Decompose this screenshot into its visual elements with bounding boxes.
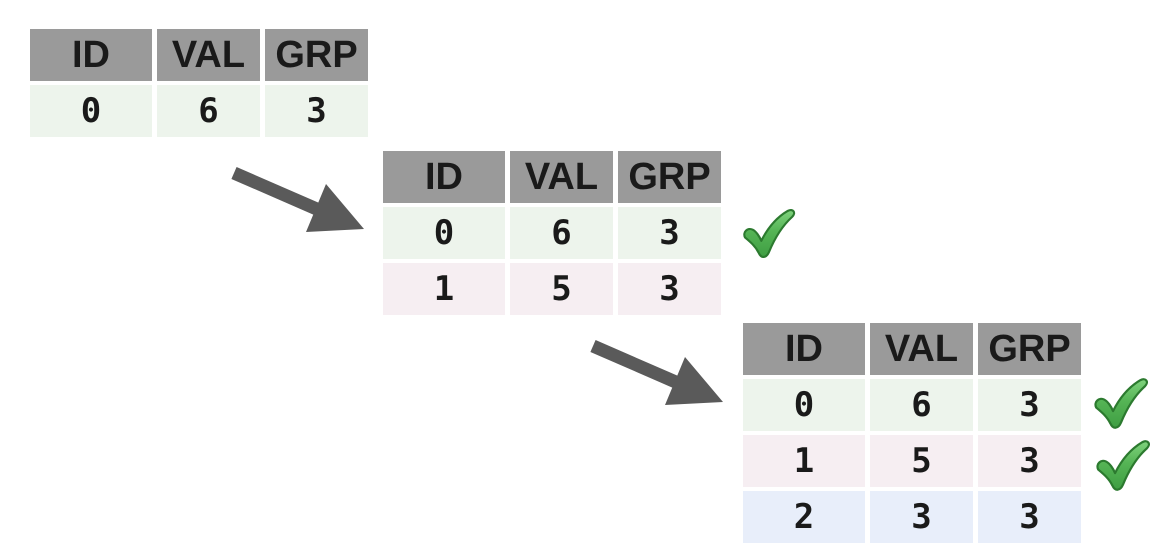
table-cell: 0 — [30, 85, 152, 137]
table-cell: 1 — [383, 263, 505, 315]
column-header-id: ID — [383, 151, 505, 203]
table-step-1: ID VAL GRP 0 6 3 — [30, 29, 368, 137]
table-cell: 5 — [510, 263, 613, 315]
arrow-down-right-icon — [590, 340, 723, 405]
arrow-down-right-icon — [231, 167, 364, 232]
table-cell: 3 — [978, 491, 1081, 543]
table-cell: 3 — [870, 491, 973, 543]
column-header-grp: GRP — [618, 151, 721, 203]
check-icon — [1096, 440, 1150, 491]
table-cell: 6 — [157, 85, 260, 137]
column-header-grp: GRP — [265, 29, 368, 81]
table-step-3: ID VAL GRP 0 6 3 1 5 3 2 3 3 — [743, 323, 1081, 543]
table-cell: 3 — [265, 85, 368, 137]
table-cell: 5 — [870, 435, 973, 487]
check-icon — [743, 209, 796, 258]
table-cell: 6 — [870, 379, 973, 431]
check-icon — [1094, 378, 1148, 429]
table-cell: 0 — [383, 207, 505, 259]
table-cell: 3 — [978, 435, 1081, 487]
table-cell: 0 — [743, 379, 865, 431]
table-cell: 3 — [618, 207, 721, 259]
column-header-id: ID — [30, 29, 152, 81]
column-header-val: VAL — [510, 151, 613, 203]
table-cell: 3 — [978, 379, 1081, 431]
column-header-id: ID — [743, 323, 865, 375]
table-cell: 3 — [618, 263, 721, 315]
table-cell: 6 — [510, 207, 613, 259]
column-header-val: VAL — [157, 29, 260, 81]
column-header-grp: GRP — [978, 323, 1081, 375]
table-step-2: ID VAL GRP 0 6 3 1 5 3 — [383, 151, 721, 315]
table-cell: 2 — [743, 491, 865, 543]
table-cell: 1 — [743, 435, 865, 487]
column-header-val: VAL — [870, 323, 973, 375]
